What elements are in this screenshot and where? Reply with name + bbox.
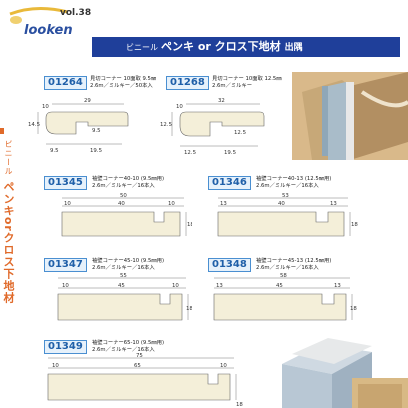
product-code-01346: 01346 (208, 176, 251, 190)
product-desc-01346-line2: 2.6m／ミルキー／16本入 (256, 183, 319, 189)
profile-drawing-01345: 50 10 40 10 18 (61, 193, 192, 237)
side-label-title: ペンキorクロス下地材 (2, 180, 15, 304)
product-desc-01348-line1: 袖壁コーナー45-13 (12.5㎜用) (256, 258, 332, 264)
dim-label: 18 (351, 222, 358, 228)
dim-label: 10 (172, 283, 179, 289)
corner-installation-illustration (292, 72, 408, 160)
dim-label: 75 (136, 353, 143, 359)
svg-text:looken: looken (24, 23, 73, 38)
dim-label: 10 (168, 201, 175, 207)
product-code-01349: 01349 (44, 340, 87, 354)
dim-label: 18 (236, 402, 243, 408)
product-desc-01345-line2: 2.6m／ミルキー／16本入 (92, 183, 155, 189)
product-code-01268: 01268 (166, 76, 209, 90)
dim-label: 12.5 (160, 122, 172, 128)
dim-label: 19.5 (90, 148, 102, 154)
product-desc-01349-line2: 2.6m／ミルキー／16本入 (92, 347, 155, 353)
dim-label: 13 (334, 283, 341, 289)
profile-drawing-01349: 75 10 65 10 18 (47, 353, 243, 408)
dim-label: 12.5 (184, 150, 196, 156)
profile-drawing-01346: 53 13 40 13 18 (217, 193, 358, 237)
profile-drawing-01347: 55 10 45 10 18 (57, 273, 192, 321)
dim-label: 10 (42, 104, 49, 110)
banner-prefix: ビニール (126, 43, 158, 52)
product-desc-01347-line1: 袖壁コーナー45-10 (9.5㎜用) (92, 258, 165, 264)
product-desc-01264-line1: 見切コーナー 10面取 9.5㎜ (90, 76, 157, 82)
dim-label: 18 (187, 222, 192, 228)
dim-label: 65 (134, 363, 141, 369)
dim-label: 18 (186, 306, 192, 312)
dim-label: 10 (64, 201, 71, 207)
dim-label: 13 (216, 283, 223, 289)
product-desc-01268-line1: 見切コーナー 10面取 12.5㎜ (212, 76, 282, 82)
dim-label: 19.5 (224, 150, 236, 156)
dim-label: 45 (118, 283, 125, 289)
dim-label: 14.5 (28, 122, 40, 128)
product-code-01347: 01347 (44, 258, 87, 272)
dim-label: 10 (62, 283, 69, 289)
profile-drawing-01348: 58 13 45 13 18 (213, 273, 357, 321)
volume-number: vol.38 (60, 8, 92, 18)
dim-label: 50 (120, 193, 127, 199)
profile-drawing-01268: 10 32 12.5 12.5 12.5 19.5 (160, 98, 265, 156)
dim-label: 9.5 (50, 148, 59, 154)
dim-label: 10 (176, 104, 183, 110)
product-desc-01348-line2: 2.6m／ミルキー／16本入 (256, 265, 319, 271)
banner-suffix: 出隅 (284, 43, 303, 53)
page-banner: ビニールペンキ or クロス下地材出隅 (92, 37, 400, 57)
product-desc-01349-line1: 袖壁コーナー65-10 (9.5㎜用) (92, 340, 165, 346)
dim-label: 18 (350, 306, 357, 312)
product-code-01345: 01345 (44, 176, 87, 190)
product-desc-01347-line2: 2.6m／ミルキー／16本入 (92, 265, 155, 271)
dim-label: 9.5 (92, 128, 101, 134)
dim-label: 40 (118, 201, 125, 207)
dim-label: 55 (120, 273, 127, 279)
product-desc-01345-line1: 袖壁コーナー40-10 (9.5㎜用) (92, 176, 165, 182)
dim-label: 45 (276, 283, 283, 289)
product-desc-01346-line1: 袖壁コーナー40-13 (12.5㎜用) (256, 176, 332, 182)
dim-label: 32 (218, 98, 225, 104)
dim-label: 29 (84, 98, 91, 104)
looken-logo: looken (9, 7, 73, 38)
dim-label: 10 (220, 363, 227, 369)
side-accent-mark (0, 128, 4, 134)
dim-label: 13 (220, 201, 227, 207)
banner-title: ペンキ or クロス下地材 (161, 40, 281, 53)
sleeve-wall-illustration (262, 334, 408, 408)
profile-drawing-01264: 10 29 14.5 9.5 9.5 19.5 (28, 98, 129, 154)
product-code-01348: 01348 (208, 258, 251, 272)
side-category-label: ビニール ペンキorクロス下地材 (2, 140, 16, 304)
dim-label: 13 (330, 201, 337, 207)
dim-label: 53 (282, 193, 289, 199)
dim-label: 40 (278, 201, 285, 207)
dim-label: 58 (280, 273, 287, 279)
product-code-01264: 01264 (44, 76, 87, 90)
product-desc-01268-line2: 2.6m／ミルキー (212, 83, 253, 89)
dim-label: 10 (52, 363, 59, 369)
product-desc-01264-line2: 2.6m／ミルキー／50本入 (90, 83, 153, 89)
side-label-prefix: ビニール (4, 140, 13, 176)
dim-label: 12.5 (234, 130, 246, 136)
